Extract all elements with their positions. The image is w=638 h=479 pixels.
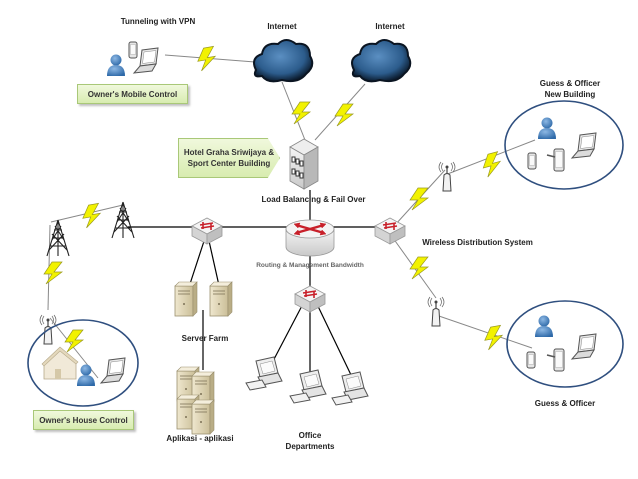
laptop-icon <box>571 132 597 159</box>
wds-label: Wireless Distribution System <box>422 238 533 247</box>
owner-house-label: Owner's House Control <box>39 415 128 425</box>
server-farm-label: Server Farm <box>181 334 229 343</box>
server-icon <box>209 281 233 317</box>
phone-icon <box>527 152 537 170</box>
cloud-icon <box>351 39 412 83</box>
desktop-pc-icon <box>289 369 327 404</box>
tablet-icon <box>546 348 565 372</box>
owner-mobile-callout: Owner's Mobile Control <box>77 84 188 104</box>
guest-new-line2: New Building <box>544 90 596 99</box>
switch-icon <box>191 217 223 245</box>
owner-mobile-label: Owner's Mobile Control <box>87 89 178 99</box>
guest-officer-new-building-group <box>504 100 624 190</box>
phone-icon <box>128 41 138 59</box>
guest-officer-label: Guess & Officer <box>534 399 596 408</box>
person-icon <box>535 315 553 337</box>
office-switch-icon <box>294 285 326 313</box>
owner-house-callout: Owner's House Control <box>33 410 134 430</box>
lightning-icon <box>334 103 354 127</box>
laptop-icon <box>571 333 597 360</box>
hotel-building <box>289 138 319 190</box>
hotel-building-callout: Hotel Graha Sriwijaya & Sport Center Bui… <box>178 138 280 178</box>
office-departments-label: Office Departments <box>270 430 350 452</box>
application-servers <box>176 366 215 435</box>
vpn-label: Tunneling with VPN <box>120 17 196 26</box>
guest-officer-group <box>506 300 624 388</box>
lightning-icon <box>409 187 429 211</box>
laptop-icon <box>133 47 159 74</box>
hotel-label-line1: Hotel Graha Sriwijaya & <box>183 148 275 157</box>
lightning-icon <box>80 203 103 229</box>
wired-links <box>128 190 390 378</box>
cloud-icon <box>253 39 314 83</box>
laptop-icon <box>100 357 126 384</box>
guest-new-line1: Guess & Officer <box>539 79 601 88</box>
core-router <box>285 219 335 257</box>
load-balancing-label: Load Balancing & Fail Over <box>261 195 366 204</box>
access-point-icon <box>427 296 445 327</box>
link-office-pc1 <box>271 299 306 364</box>
owner-house-group <box>27 319 139 407</box>
access-point-icon <box>438 161 456 192</box>
server-icon <box>191 399 215 435</box>
office-line1: Office <box>298 431 322 440</box>
server-icon <box>174 281 198 317</box>
person-icon <box>538 117 556 139</box>
lightning-icon <box>291 101 311 125</box>
hotel-label-line2: Sport Center Building <box>187 159 271 168</box>
desktop-pc-icon <box>331 371 369 406</box>
lightning-icon <box>43 261 63 285</box>
tower-icon <box>111 201 135 239</box>
routing-label: Routing & Management Bandwidth <box>256 262 364 269</box>
apps-label: Aplikasi - aplikasi <box>166 434 234 443</box>
internet-label-2: Internet <box>375 22 405 31</box>
lightning-icon <box>479 151 504 178</box>
link-office-pc3 <box>314 299 353 378</box>
owner-mobile-devices <box>107 41 159 76</box>
internet-cloud-1 <box>253 39 314 83</box>
guest-new-building-label: Guess & Officer New Building <box>520 78 620 100</box>
house-icon <box>41 346 79 380</box>
internet-cloud-2 <box>351 39 412 83</box>
office-line2: Departments <box>285 442 335 451</box>
tablet-icon <box>546 148 565 172</box>
internet-label-1: Internet <box>267 22 297 31</box>
router-icon <box>293 222 327 236</box>
person-icon <box>77 364 95 386</box>
phone-icon <box>526 351 536 369</box>
desktop-pc-icon <box>245 356 283 391</box>
lightning-icon <box>409 256 429 280</box>
person-icon <box>107 54 125 76</box>
wds-switch-icon <box>374 217 406 245</box>
